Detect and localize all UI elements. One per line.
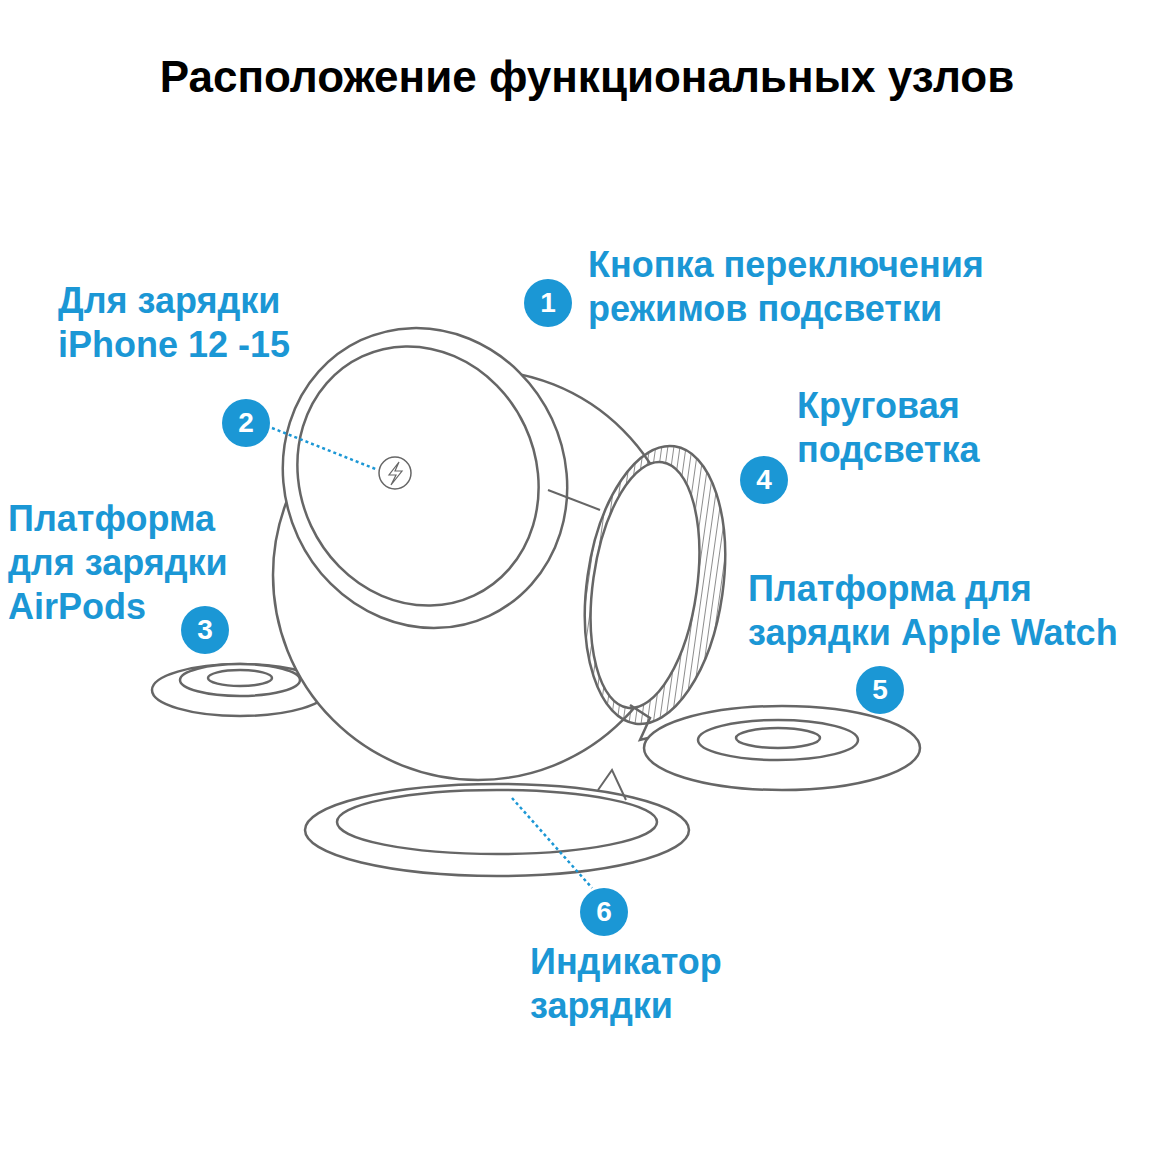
part-label: Для зарядки iPhone 12 -15 <box>58 279 338 367</box>
diagram-title: Расположение функциональных узлов <box>0 52 1174 102</box>
stand-leg <box>598 770 626 800</box>
callout-number: 3 <box>181 606 229 654</box>
watch-platform <box>644 706 920 790</box>
seam-line <box>548 490 600 510</box>
callout-number: 2 <box>222 399 270 447</box>
charging-icon <box>379 457 411 489</box>
part-label: Платформа для зарядки AirPods <box>8 497 268 629</box>
part-label: Платформа для зарядки Apple Watch <box>748 567 1166 655</box>
callout-number: 1 <box>524 279 572 327</box>
base-ring <box>305 784 689 876</box>
callout-number: 6 <box>580 888 628 936</box>
lightning-symbol <box>389 462 402 485</box>
callout-number: 4 <box>740 456 788 504</box>
part-label: Круговая подсветка <box>797 384 1037 472</box>
leader-line <box>512 798 592 888</box>
base-ring-inner <box>337 790 657 854</box>
watch-pad <box>698 720 858 760</box>
part-label: Индикатор зарядки <box>530 940 770 1028</box>
iphone-pad-rim <box>234 281 616 675</box>
iphone-pad <box>255 306 580 645</box>
light-ring-inner <box>576 455 714 715</box>
watch-coil <box>736 728 820 748</box>
airpods-coil <box>208 670 272 686</box>
part-label: Кнопка переключения режимов подсветки <box>588 243 1048 331</box>
callout-number: 5 <box>856 666 904 714</box>
leader-line <box>272 428 378 470</box>
light-ring <box>568 437 742 733</box>
airpods-pad <box>180 664 300 696</box>
